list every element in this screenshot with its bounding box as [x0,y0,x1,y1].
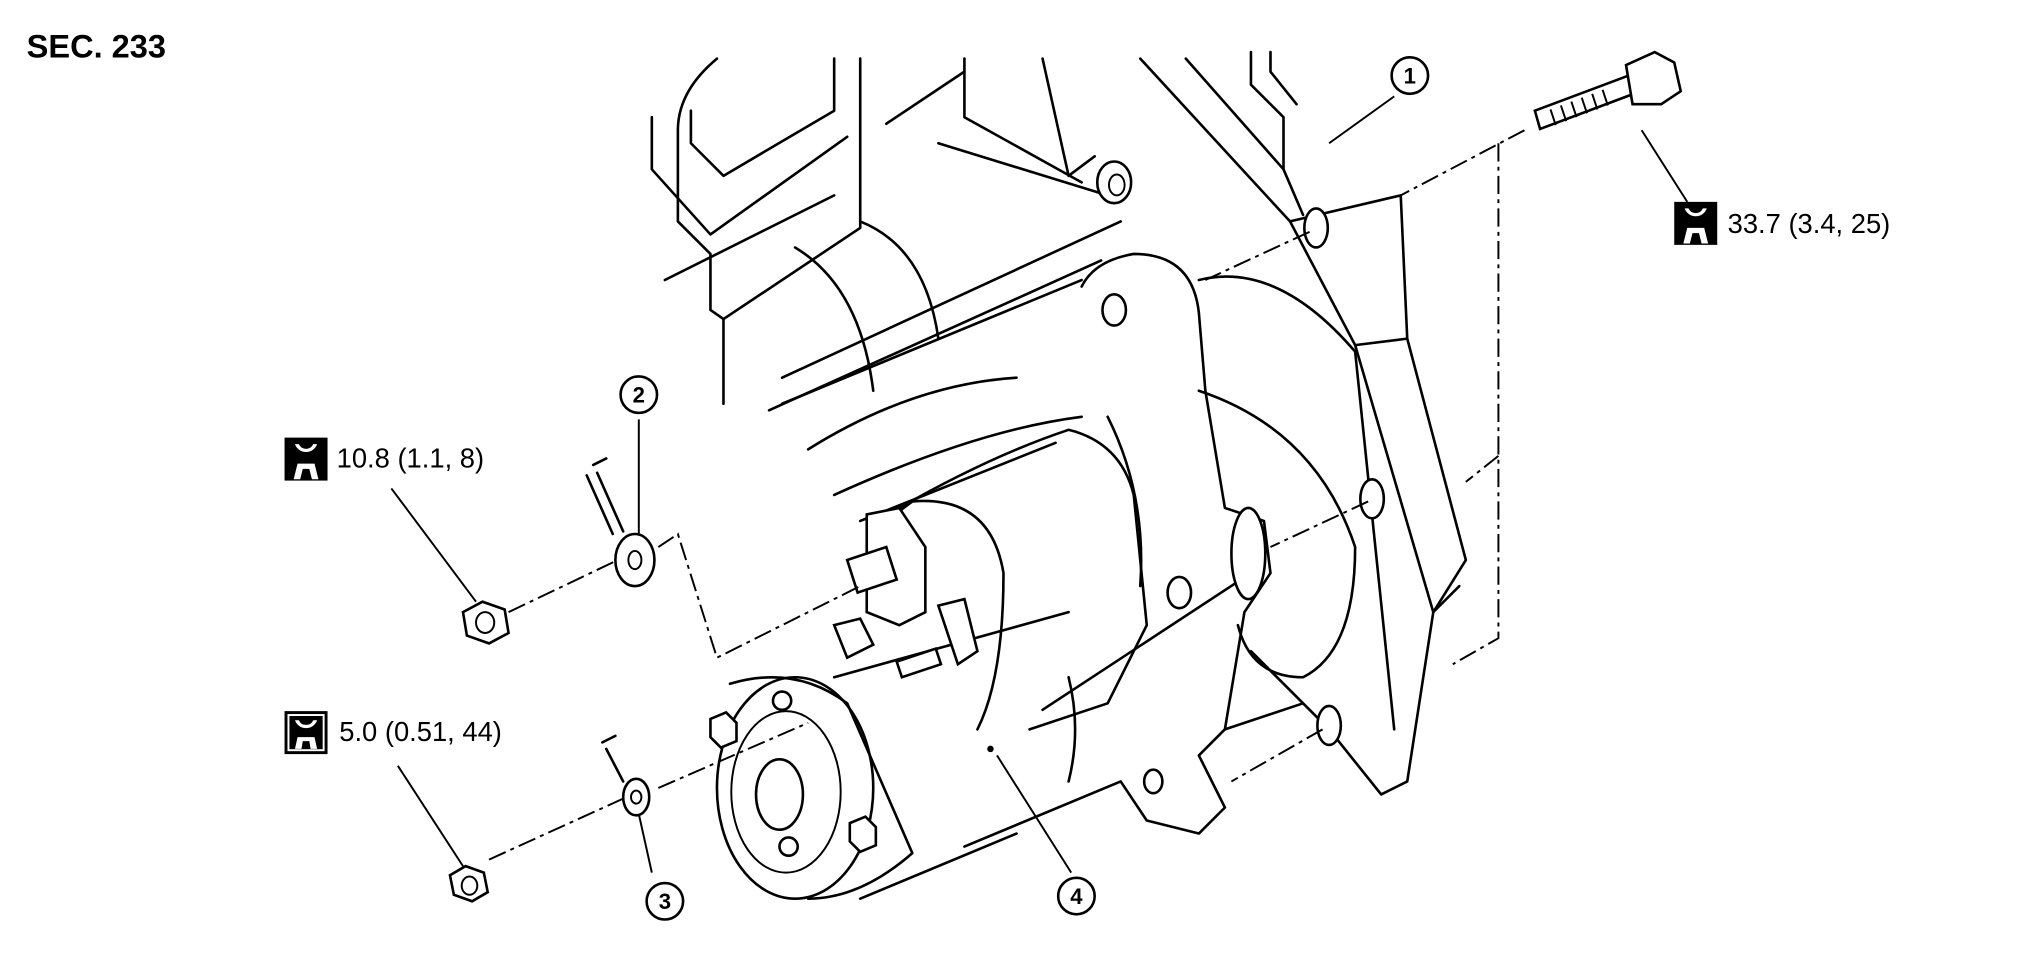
section-label: SEC. 233 [27,28,166,64]
svg-text:5.0 (0.51, 44): 5.0 (0.51, 44) [339,716,502,747]
torque-wrench-icon [1674,201,1718,245]
engine-block-outline [650,57,1133,523]
torque-spec-terminal-nut-upper: 10.8 (1.1, 8) [284,437,484,481]
callout-2: 2 [619,375,659,415]
svg-text:3: 3 [659,889,671,914]
svg-text:4: 4 [1070,884,1083,909]
torque-spec-terminal-nut-lower: 5.0 (0.51, 44) [284,711,502,755]
torque-wrench-icon [284,437,328,481]
callout-1: 1 [1390,56,1430,96]
svg-text:2: 2 [633,382,645,407]
nut-upper [461,600,511,645]
svg-text:33.7 (3.4, 25): 33.7 (3.4, 25) [1728,208,1891,239]
torque-wrench-special-icon [284,711,328,755]
callout-3: 3 [645,881,685,921]
starter-motor [709,252,1305,900]
torque-spec-bolt: 33.7 (3.4, 25) [1674,201,1891,245]
callout-4: 4 [1056,876,1096,916]
svg-text:10.8 (1.1, 8): 10.8 (1.1, 8) [337,443,484,474]
alignment-lines [488,129,1525,861]
transmission-housing [1138,50,1468,796]
svg-text:1: 1 [1404,63,1416,88]
nut-lower [448,864,490,903]
mounting-bolt [1533,50,1683,131]
terminal-upper [585,457,656,588]
leader-lines [390,95,1689,874]
terminal-lower [601,734,651,817]
